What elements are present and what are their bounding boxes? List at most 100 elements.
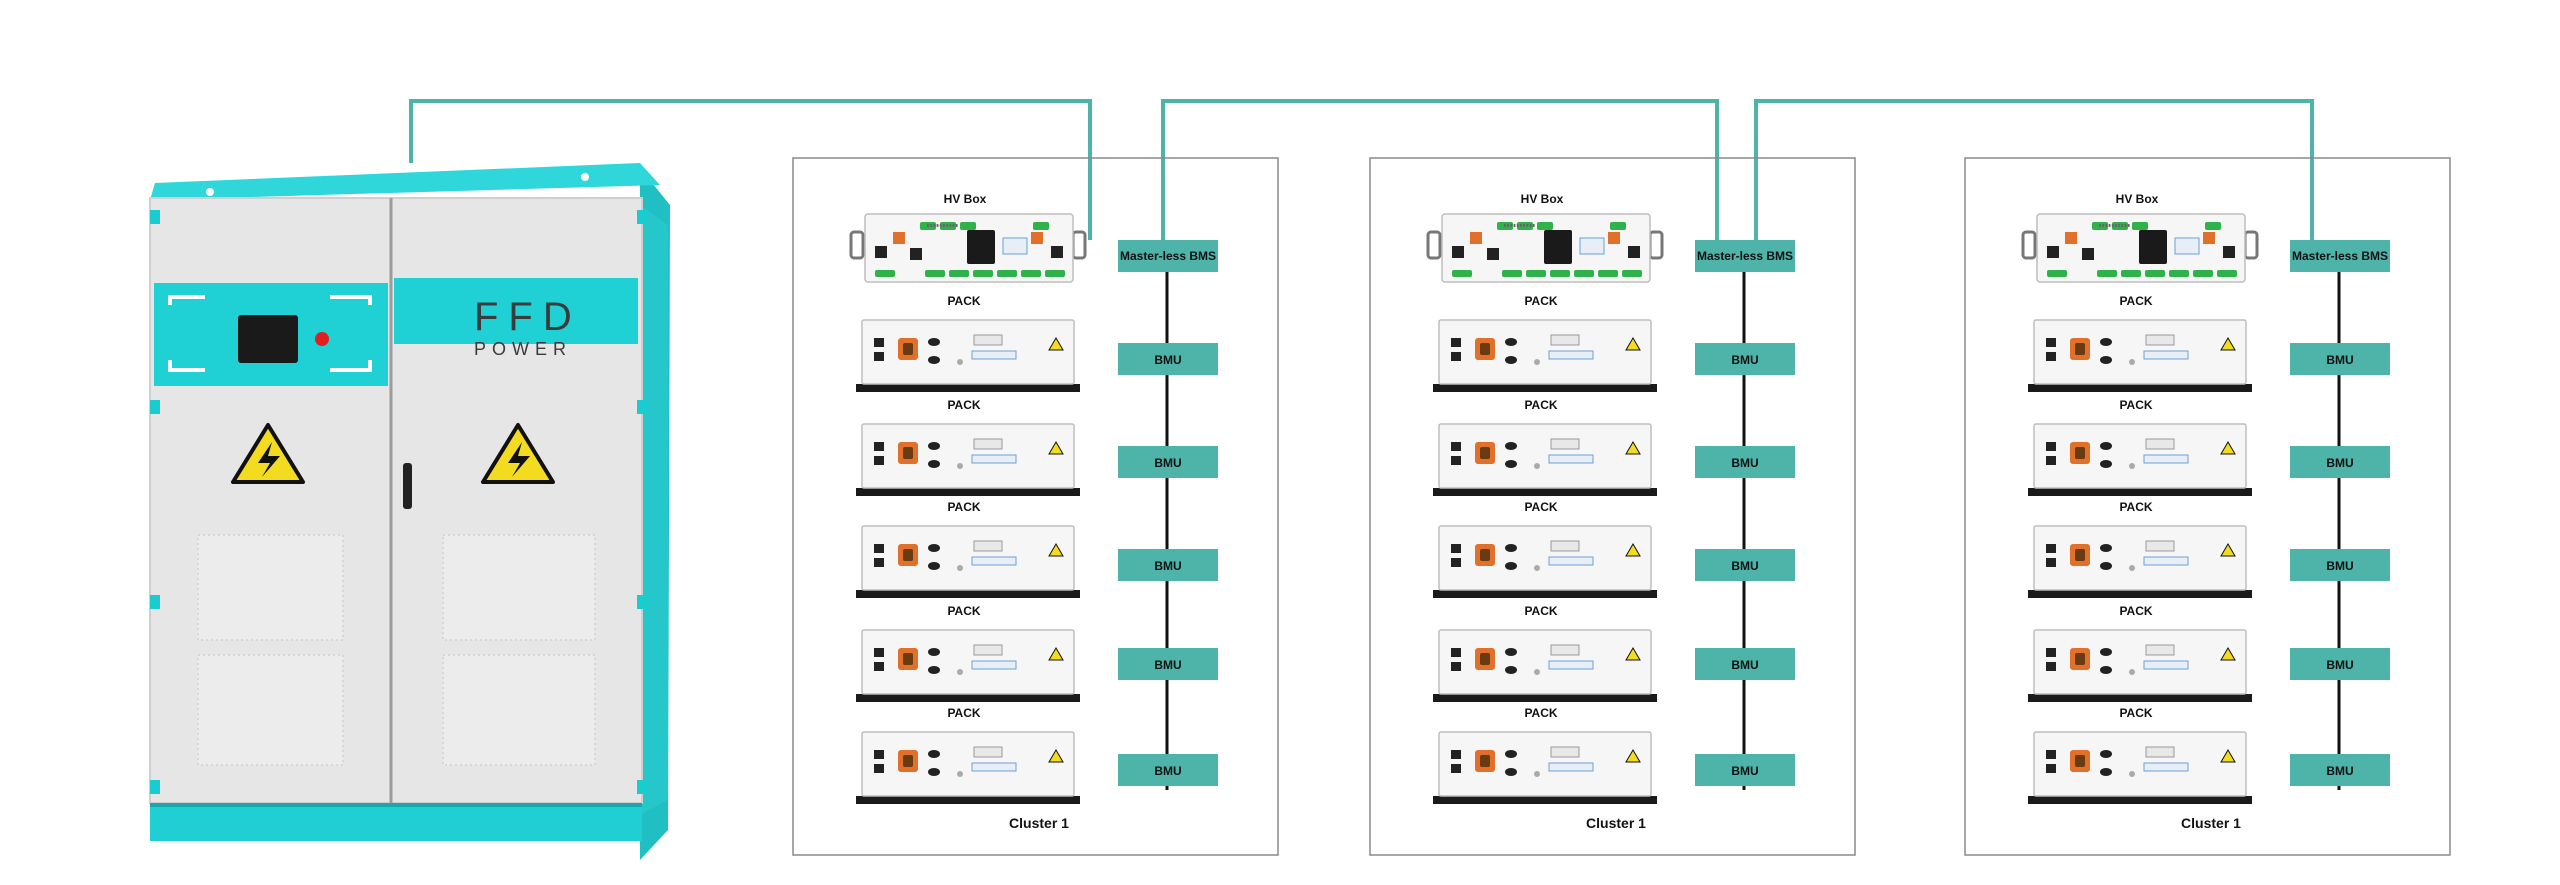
pack-label: PACK xyxy=(2119,604,2152,618)
hv-box-label: HV Box xyxy=(2116,192,2159,206)
battery-pack-module xyxy=(1433,731,1657,804)
master-less-bms-box xyxy=(1118,240,1218,272)
bmu-box xyxy=(2290,446,2390,478)
pack-label: PACK xyxy=(1524,500,1557,514)
bmu-label: BMU xyxy=(1154,764,1181,778)
bmu-label: BMU xyxy=(2326,456,2353,470)
master-less-bms-box xyxy=(2290,240,2390,272)
bmu-box xyxy=(1695,754,1795,786)
bmu-label: BMU xyxy=(2326,658,2353,672)
communication-lines xyxy=(409,99,2314,240)
pack-label: PACK xyxy=(947,500,980,514)
battery-pack-module xyxy=(2028,731,2252,804)
bmu-box xyxy=(1118,446,1218,478)
cabinet-base xyxy=(150,803,642,841)
right-door-brand-band xyxy=(394,278,638,344)
pack-label: PACK xyxy=(1524,398,1557,412)
communication-link-2 xyxy=(1161,99,1719,240)
power-cabinet: FFD POWER xyxy=(149,163,670,860)
bmu-box xyxy=(1118,648,1218,680)
pack-label: PACK xyxy=(1524,604,1557,618)
pack-label: PACK xyxy=(2119,294,2152,308)
bmu-label: BMU xyxy=(1731,353,1758,367)
battery-pack-module xyxy=(1433,319,1657,392)
left-high-voltage-warning-icon xyxy=(231,423,305,484)
battery-pack-module xyxy=(856,629,1080,702)
bmu-box xyxy=(2290,343,2390,375)
battery-pack-module xyxy=(1433,525,1657,598)
master-less-bms-label: Master-less BMS xyxy=(1120,249,1216,263)
battery-pack-module xyxy=(1433,423,1657,496)
cluster-label: Cluster 1 xyxy=(1009,815,1069,831)
bmu-box xyxy=(1695,343,1795,375)
bmu-box xyxy=(2290,754,2390,786)
battery-pack-module xyxy=(856,731,1080,804)
bmu-box xyxy=(1118,754,1218,786)
battery-pack-module xyxy=(1433,629,1657,702)
emergency-stop-button xyxy=(315,332,329,346)
battery-pack-module xyxy=(2028,423,2252,496)
right-high-voltage-warning-icon xyxy=(481,423,555,484)
cluster-label: Cluster 1 xyxy=(2181,815,2241,831)
pack-label: PACK xyxy=(947,604,980,618)
bmu-label: BMU xyxy=(2326,353,2353,367)
hinges xyxy=(150,210,647,794)
bmu-label: BMU xyxy=(1731,764,1758,778)
cluster-frame xyxy=(1964,157,2451,856)
pack-label: PACK xyxy=(2119,706,2152,720)
pack-label: PACK xyxy=(947,398,980,412)
brand-logo-main: FFD xyxy=(474,295,582,339)
bmu-box xyxy=(2290,549,2390,581)
bmu-label: BMU xyxy=(1731,456,1758,470)
vent-grills xyxy=(197,534,596,766)
battery-pack-module xyxy=(856,319,1080,392)
cluster-label: Cluster 1 xyxy=(1586,815,1646,831)
pack-label: PACK xyxy=(2119,398,2152,412)
hv-box-label: HV Box xyxy=(944,192,987,206)
bmu-label: BMU xyxy=(2326,764,2353,778)
battery-pack-module xyxy=(2028,629,2252,702)
master-less-bms-label: Master-less BMS xyxy=(2292,249,2388,263)
bmu-label: BMU xyxy=(1154,456,1181,470)
pack-label: PACK xyxy=(2119,500,2152,514)
door-handle xyxy=(403,463,412,509)
bmu-label: BMU xyxy=(1154,559,1181,573)
bmu-box xyxy=(1118,549,1218,581)
battery-pack-module xyxy=(2028,319,2252,392)
battery-pack-module xyxy=(2028,525,2252,598)
hv-box-label: HV Box xyxy=(1521,192,1564,206)
bmu-label: BMU xyxy=(1731,559,1758,573)
bmu-label: BMU xyxy=(1154,353,1181,367)
cluster-frame xyxy=(792,157,1279,856)
cluster-frame xyxy=(1369,157,1856,856)
pack-label: PACK xyxy=(1524,706,1557,720)
bmu-box xyxy=(1118,343,1218,375)
bmu-label: BMU xyxy=(1154,658,1181,672)
cabinet-top xyxy=(150,163,660,200)
master-less-bms-box xyxy=(1695,240,1795,272)
communication-link-1 xyxy=(409,99,1092,240)
pack-label: PACK xyxy=(947,706,980,720)
bmu-box xyxy=(1695,446,1795,478)
bmu-label: BMU xyxy=(2326,559,2353,573)
pack-label: PACK xyxy=(947,294,980,308)
bmu-box xyxy=(1695,648,1795,680)
bmu-box xyxy=(2290,648,2390,680)
bmu-box xyxy=(1695,549,1795,581)
display-frame-marks xyxy=(168,295,372,372)
battery-pack-module xyxy=(856,525,1080,598)
hv-box-device xyxy=(849,213,1087,283)
pack-label: PACK xyxy=(1524,294,1557,308)
brand-logo-sub: POWER xyxy=(474,339,572,359)
communication-link-3 xyxy=(1754,99,2314,240)
bmu-label: BMU xyxy=(1731,658,1758,672)
hv-box-device xyxy=(2021,213,2259,283)
hv-box-device xyxy=(1426,213,1664,283)
control-display-screen xyxy=(238,315,298,363)
battery-pack-module xyxy=(856,423,1080,496)
